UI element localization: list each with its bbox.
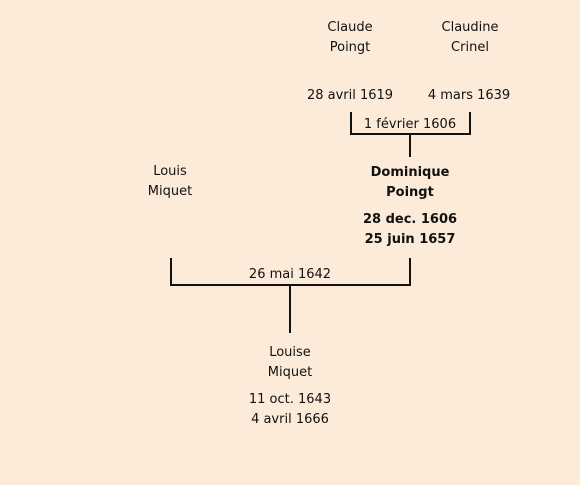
last-name: Poingt	[329, 40, 371, 55]
connector-claudine	[469, 112, 471, 135]
connector-claude	[350, 112, 352, 135]
person-dominique-poingt: Dominique Poingt	[350, 163, 470, 203]
marriage-line-top	[350, 133, 471, 135]
connector-dominique	[409, 258, 411, 286]
first-name: Dominique	[370, 165, 450, 180]
birth-date: 28 dec. 1606	[362, 212, 458, 227]
first-name: Louise	[269, 345, 311, 360]
first-name: Claude	[327, 20, 373, 35]
descent-line-bottom	[289, 286, 291, 333]
last-name: Miquet	[267, 365, 313, 380]
death-date: 28 avril 1619	[306, 88, 394, 103]
person-claudine-crinel: Claudine Crinel	[420, 18, 520, 58]
person-louise-miquet: Louise Miquet	[240, 343, 340, 383]
descent-line-top	[409, 135, 411, 157]
dominique-dates: 28 dec. 1606 25 juin 1657	[350, 210, 470, 250]
person-claude-poingt: Claude Poingt	[300, 18, 400, 58]
last-name: Miquet	[147, 184, 193, 199]
marriage-date-top: 1 février 1606	[363, 117, 457, 132]
first-name: Louis	[153, 164, 187, 179]
last-name: Poingt	[386, 185, 434, 200]
marriage-line-bottom	[170, 284, 411, 286]
last-name: Crinel	[451, 40, 489, 55]
marriage-date-bottom: 26 mai 1642	[248, 267, 332, 282]
louise-dates: 11 oct. 1643 4 avril 1666	[230, 390, 350, 430]
first-name: Claudine	[441, 20, 499, 35]
death-date: 4 mars 1639	[427, 88, 511, 103]
death-date: 25 juin 1657	[364, 232, 456, 247]
person-louis-miquet: Louis Miquet	[120, 162, 220, 202]
death-date: 4 avril 1666	[251, 412, 329, 427]
connector-louis	[170, 258, 172, 286]
birth-date: 11 oct. 1643	[248, 392, 332, 407]
